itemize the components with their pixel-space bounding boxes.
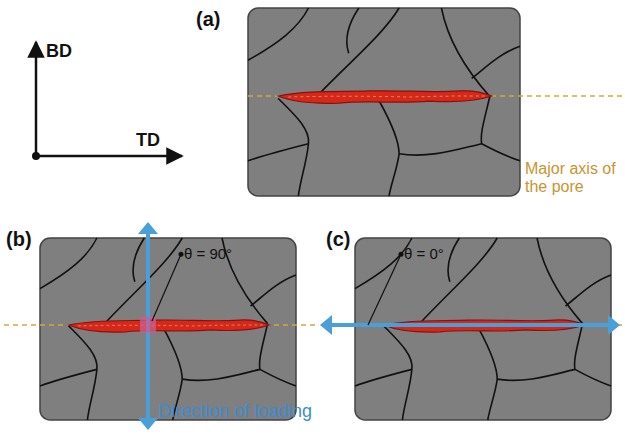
loading-arrow [330, 323, 610, 327]
microstructure-panel [248, 8, 625, 196]
axis-note: Major axis of the pore [525, 160, 621, 195]
loading-label: Direction of loading [158, 402, 312, 422]
panel-label: (b) [6, 228, 32, 250]
angle-label: θ = 90° [184, 246, 232, 263]
arrow-head [138, 222, 158, 234]
panel-label: (a) [196, 8, 220, 30]
pore [278, 91, 492, 104]
axis-arrows [32, 42, 182, 160]
panel-label: (c) [326, 228, 350, 250]
axis-label: BD [46, 42, 72, 62]
arrow-head [138, 418, 158, 430]
leader-line [152, 254, 181, 321]
arrow-head [608, 315, 620, 335]
microstructure-panel [4, 238, 318, 420]
axis-label: TD [136, 131, 160, 151]
leader-line [368, 254, 401, 325]
microstructure-panel [340, 238, 622, 420]
angle-marker [140, 317, 156, 333]
angle-label: θ = 0° [404, 246, 444, 263]
pore [68, 320, 269, 332]
arrow-head [320, 315, 332, 335]
